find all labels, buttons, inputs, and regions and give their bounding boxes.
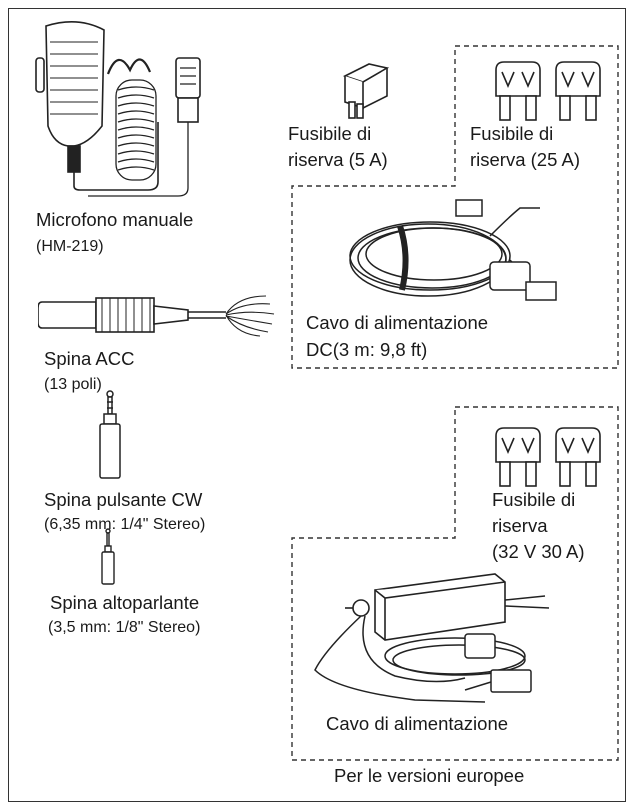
dc-power-cable-illustration — [349, 199, 557, 301]
fuse-30a-label-line2: riserva — [492, 515, 548, 536]
fuse-25a-label-line1: Fusibile di — [470, 123, 554, 144]
speaker-plug-name: Spina altoparlante — [50, 592, 200, 613]
accessories-frame — [8, 8, 626, 802]
europe-version-note: Per le versioni europee — [334, 765, 525, 786]
fuse-30a-label-line3: (32 V 30 A) — [492, 541, 585, 562]
power-cable-label: Cavo di alimentazione — [326, 713, 509, 734]
cw-key-plug-illustration — [99, 390, 121, 479]
dc-cable-label-line2: DC(3 m: 9,8 ft) — [306, 339, 428, 360]
fuse-5a-illustration — [342, 63, 390, 119]
fuse-5a-label-line2: riserva (5 A) — [288, 149, 388, 170]
cw-plug-detail: (6,35 mm: 1/4" Stereo) — [44, 516, 206, 533]
acc-plug-name: Spina ACC — [44, 348, 135, 369]
fuse-30a-illustration — [495, 427, 601, 487]
acc-plug-illustration — [38, 295, 275, 337]
fuse-30a-label-line1: Fusibile di — [492, 489, 576, 510]
eu-power-cable-illustration — [314, 573, 550, 703]
fuse-25a-label-line2: riserva (25 A) — [470, 149, 581, 170]
fuse-5a-label-line1: Fusibile di — [288, 123, 372, 144]
cw-plug-name: Spina pulsante CW — [44, 489, 203, 510]
microphone-name: Microfono manuale — [36, 209, 194, 230]
microphone-model: (HM-219) — [36, 238, 104, 255]
hand-microphone-illustration — [35, 21, 201, 197]
acc-plug-detail: (13 poli) — [44, 376, 102, 393]
fuse-25a-illustration — [495, 61, 601, 121]
dc-cable-label-line1: Cavo di alimentazione — [306, 312, 489, 333]
speaker-plug-illustration — [101, 528, 115, 585]
speaker-plug-detail: (3,5 mm: 1/8" Stereo) — [48, 619, 201, 636]
